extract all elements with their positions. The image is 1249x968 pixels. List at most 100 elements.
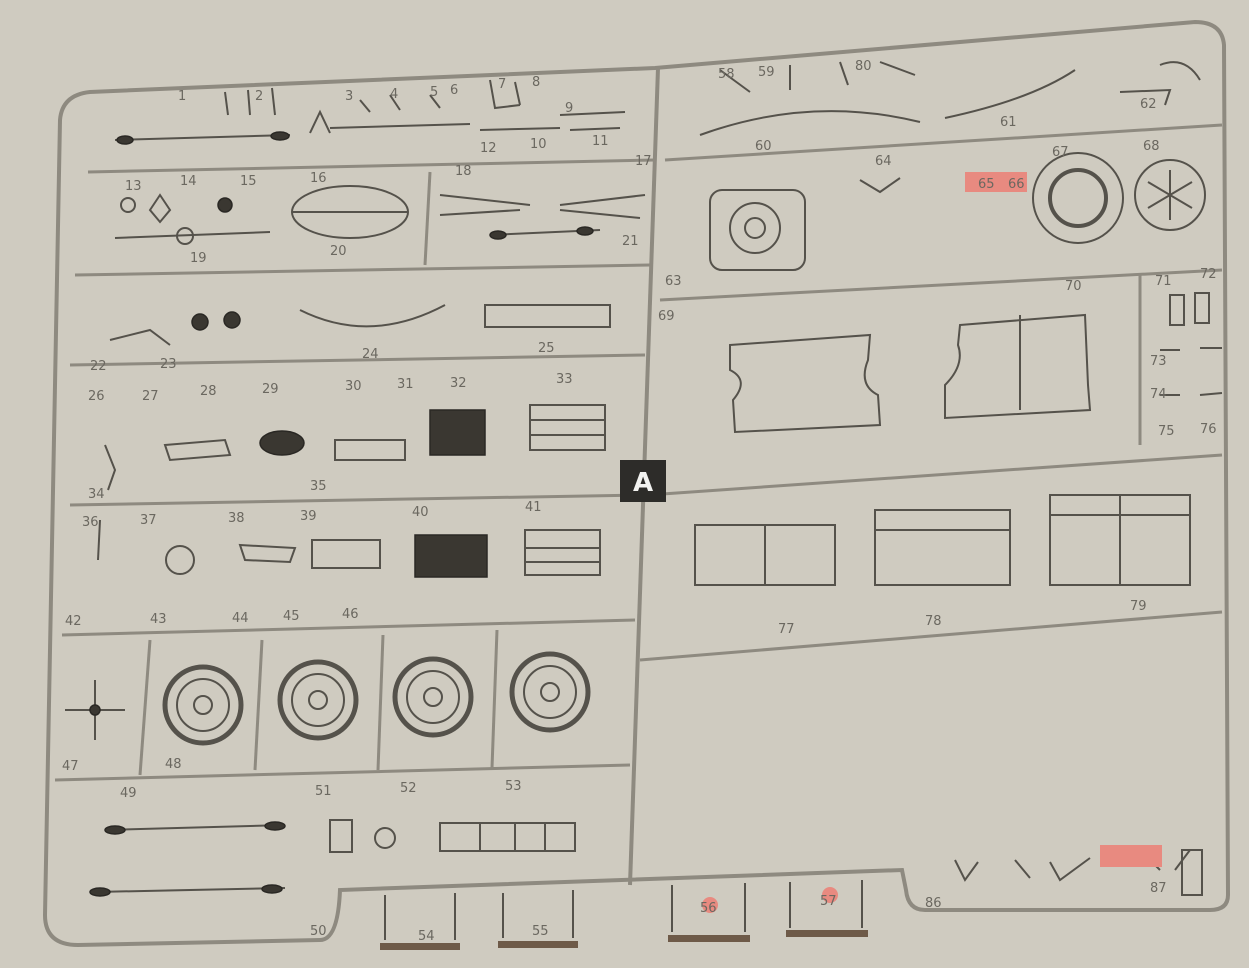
- part-number-label: 1: [178, 89, 186, 104]
- part-number-label: 27: [142, 389, 159, 404]
- part-number-label: 66: [1008, 177, 1025, 192]
- part-number-label: 13: [125, 179, 142, 194]
- bottom-tabs: [380, 880, 868, 950]
- parts-right-panels: [694, 494, 1191, 586]
- part-number-label: 53: [505, 779, 522, 794]
- part-number-label: 74: [1150, 387, 1167, 402]
- part-number-label: 28: [200, 384, 217, 399]
- part-number-label: 19: [190, 251, 207, 266]
- part-number-label: 18: [455, 164, 472, 179]
- parts-row-1: [114, 79, 626, 145]
- part-number-label: 51: [315, 784, 332, 799]
- part-number-label: 5: [430, 85, 438, 100]
- part-number-label: 48: [165, 757, 182, 772]
- part-number-label: 37: [140, 513, 157, 528]
- part-number-label: 25: [538, 341, 555, 356]
- part-number-label: 26: [88, 389, 105, 404]
- part-number-label: 56: [700, 901, 717, 916]
- part-number-label: 54: [418, 929, 435, 944]
- parts-bottom-left: [89, 819, 576, 897]
- parts-right-mid: [709, 152, 1206, 271]
- part-number-label: 57: [820, 894, 837, 909]
- parts-row-4: [104, 404, 606, 491]
- part-number-label: 45: [283, 609, 300, 624]
- part-number-label: 17: [635, 154, 652, 169]
- parts-right-top: [699, 61, 1201, 194]
- part-number-label: 2: [255, 89, 263, 104]
- part-number-label: 68: [1143, 139, 1160, 154]
- part-number-label: 4: [390, 87, 398, 102]
- part-number-label: 29: [262, 382, 279, 397]
- part-number-label: 15: [240, 174, 257, 189]
- part-number-label: 39: [300, 509, 317, 524]
- parts-row-5: [97, 519, 601, 578]
- part-number-label: 9: [565, 101, 573, 116]
- part-number-label: 69: [658, 309, 675, 324]
- part-number-label: 59: [758, 65, 775, 80]
- part-number-label: 49: [120, 786, 137, 801]
- part-number-label: 87: [1150, 881, 1167, 896]
- part-number-label: 52: [400, 781, 417, 796]
- part-number-label: 16: [310, 171, 327, 186]
- parts-right-seats: [729, 292, 1223, 434]
- wheels-row: [65, 651, 591, 746]
- part-number-label: 62: [1140, 97, 1157, 112]
- part-number-label: 86: [925, 896, 942, 911]
- sprue-letter: A: [633, 468, 653, 498]
- part-number-label: 73: [1150, 354, 1167, 369]
- part-number-label: 21: [622, 234, 639, 249]
- part-number-label: 31: [397, 377, 414, 392]
- part-number-label: 30: [345, 379, 362, 394]
- part-number-label: 63: [665, 274, 682, 289]
- part-number-label: 75: [1158, 424, 1175, 439]
- sprue-letter-badge: A: [620, 460, 666, 502]
- part-number-label: 3: [345, 89, 353, 104]
- part-number-label: 47: [62, 759, 79, 774]
- part-number-label: 55: [532, 924, 549, 939]
- part-number-label: 79: [1130, 599, 1147, 614]
- part-number-label: 33: [556, 372, 573, 387]
- part-number-label: 80: [855, 59, 872, 74]
- part-number-label: 6: [450, 83, 458, 98]
- parts-right-bottom: [954, 849, 1203, 896]
- right-runners: [639, 123, 1223, 662]
- part-number-label: 8: [532, 75, 540, 90]
- part-number-label: 70: [1065, 279, 1082, 294]
- left-runners: [54, 158, 656, 782]
- part-number-label: 7: [498, 77, 506, 92]
- sprue-outer-frame: [42, 19, 1231, 948]
- part-number-label: 14: [180, 174, 197, 189]
- part-number-label: 10: [530, 137, 547, 152]
- parts-row-3: [109, 304, 611, 346]
- part-number-label: 11: [592, 134, 609, 149]
- part-number-label: 67: [1052, 145, 1069, 160]
- part-number-label: 32: [450, 376, 467, 391]
- part-number-label: 22: [90, 359, 107, 374]
- part-number-label: 35: [310, 479, 327, 494]
- part-number-label: 72: [1200, 267, 1217, 282]
- part-number-label: 60: [755, 139, 772, 154]
- part-number-label: 41: [525, 500, 542, 515]
- part-number-label: 24: [362, 347, 379, 362]
- part-number-label: 40: [412, 505, 429, 520]
- part-number-label: 64: [875, 154, 892, 169]
- part-number-label: 42: [65, 614, 82, 629]
- part-number-label: 20: [330, 244, 347, 259]
- part-number-label: 34: [88, 487, 105, 502]
- part-number-label: 38: [228, 511, 245, 526]
- part-number-label: 71: [1155, 274, 1172, 289]
- highlighted-parts: [702, 172, 1162, 913]
- highlight-65-66: [965, 172, 1027, 192]
- parts-row-2: [114, 185, 646, 245]
- part-number-label: 46: [342, 607, 359, 622]
- part-number-label: 77: [778, 622, 795, 637]
- part-number-label: 36: [82, 515, 99, 530]
- highlight-57: [822, 887, 838, 903]
- part-number-label: 43: [150, 612, 167, 627]
- part-number-label: 61: [1000, 115, 1017, 130]
- highlight-56: [702, 897, 718, 913]
- part-number-label: 58: [718, 67, 735, 82]
- part-number-label: 23: [160, 357, 177, 372]
